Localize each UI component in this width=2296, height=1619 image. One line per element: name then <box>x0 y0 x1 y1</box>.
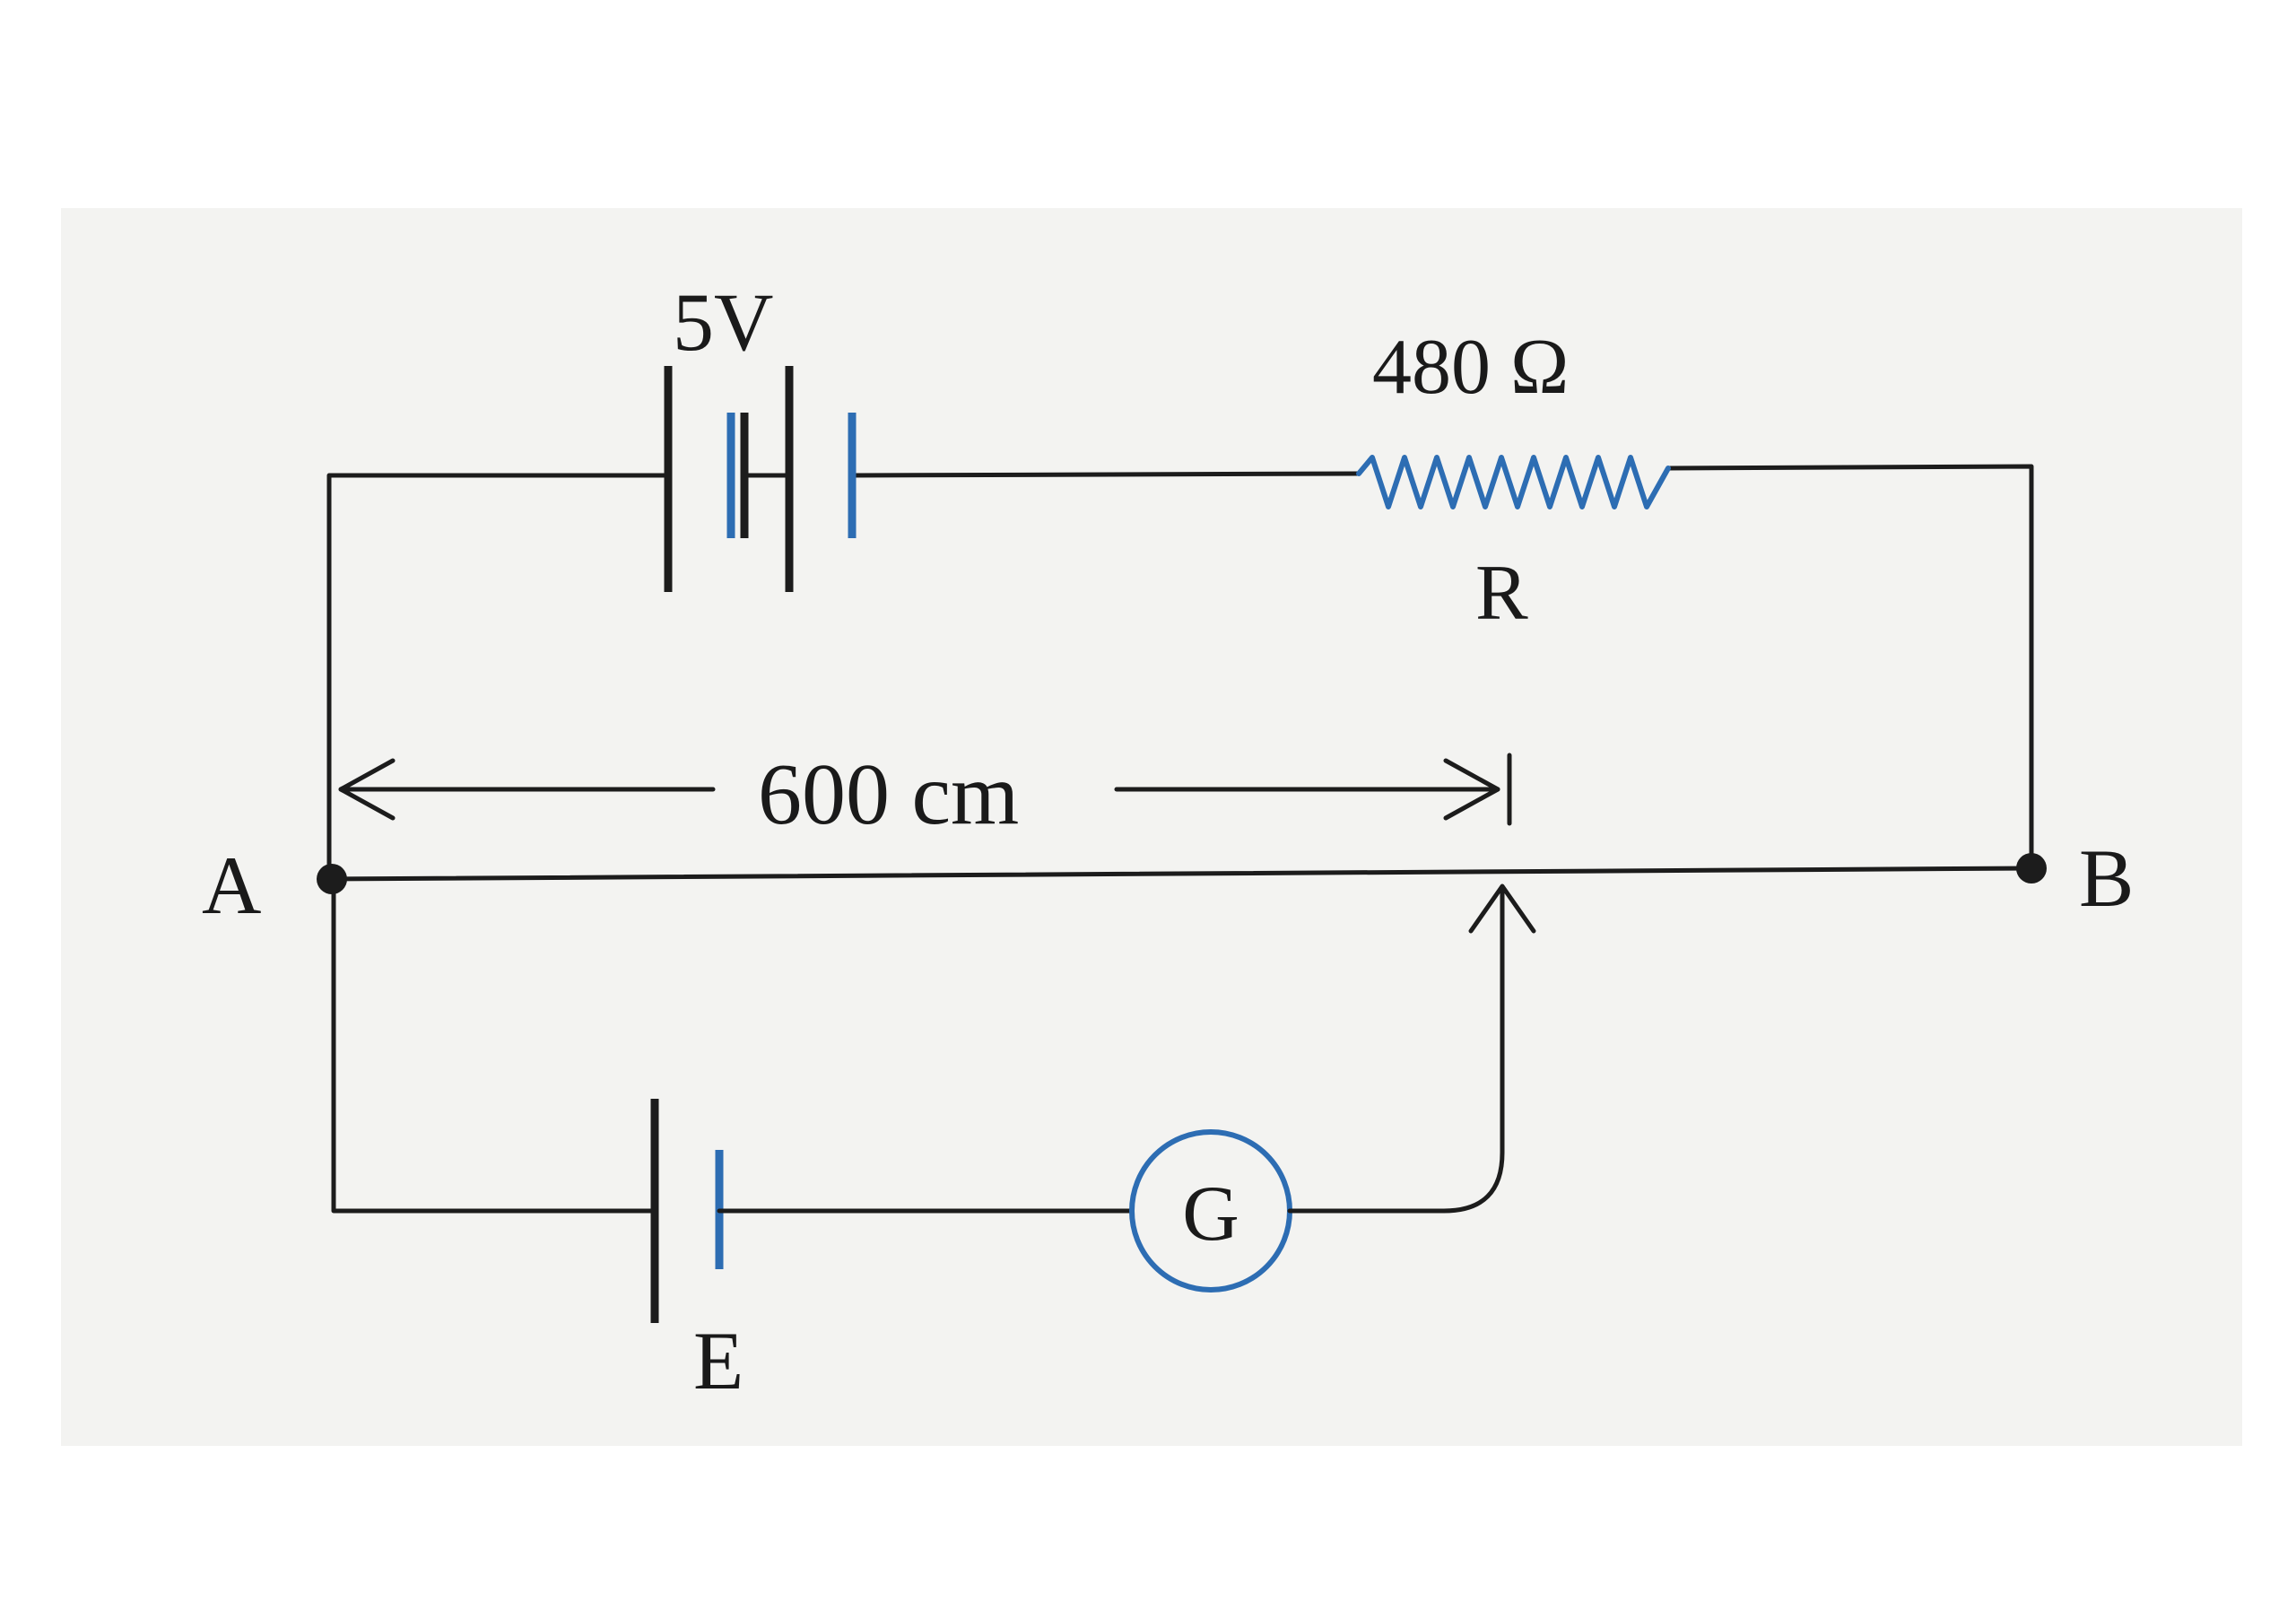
length-label: 600 cm <box>758 746 1019 843</box>
resistor-zigzag <box>1356 455 1671 509</box>
node-a-label: A <box>202 840 261 931</box>
lower-wire-left <box>331 885 657 1214</box>
top-wire-middle <box>849 471 1361 478</box>
top-wire-right <box>1665 464 2034 871</box>
resistance-value-label: 480 Ω <box>1372 324 1569 411</box>
top-wire-left <box>326 473 671 882</box>
potentiometer-wire <box>329 866 2034 882</box>
node-b-label: B <box>2079 832 2134 924</box>
jockey-lead <box>1287 885 1505 1214</box>
galvanometer-label: G <box>1182 1171 1239 1258</box>
resistor-name-label: R <box>1475 550 1528 637</box>
jockey-arrowhead <box>1468 883 1536 934</box>
cell-label: E <box>693 1315 744 1406</box>
length-dimension-arrow <box>338 753 1512 826</box>
diagram-background <box>61 208 2242 1446</box>
node-a <box>317 864 347 894</box>
battery-voltage-label: 5V <box>673 276 773 368</box>
test-cell <box>650 1099 724 1323</box>
driver-battery <box>664 366 857 592</box>
node-b <box>2016 853 2047 883</box>
